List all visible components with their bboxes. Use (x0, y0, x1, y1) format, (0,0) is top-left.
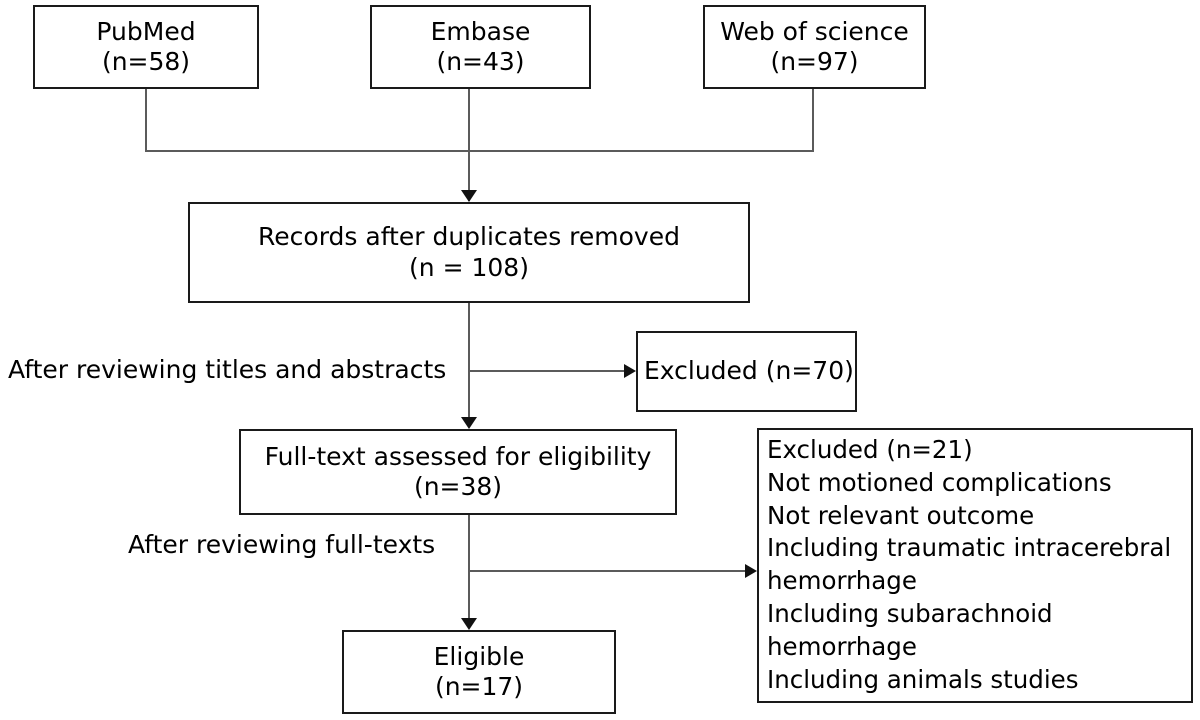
connector-web-of-science-drop (812, 89, 814, 151)
dedup-title: Records after duplicates removed (258, 222, 680, 251)
arrowhead-into-excluded-21-box (745, 564, 757, 578)
fulltext-title: Full-text assessed for eligibility (264, 441, 652, 471)
excluded-reason-item: Including subarachnoid (767, 599, 1053, 629)
excluded-reason-item: Including animals studies (767, 664, 1079, 694)
stage-label-after-reviewing-full-texts: After reviewing full-texts (128, 530, 436, 559)
eligible-box: Eligible (n=17) (342, 630, 616, 714)
source-count-pubmed: (n=58) (101, 47, 191, 76)
source-title-web-of-science: Web of science (720, 16, 909, 46)
source-count-web-of-science: (n=97) (770, 47, 859, 76)
connector-dedup-spine (468, 303, 470, 419)
source-title-embase: Embase (430, 16, 531, 46)
arrowhead-into-eligible-box (461, 618, 477, 630)
excluded-reason-item: hemorrhage (767, 631, 917, 661)
source-box-embase: Embase (n=43) (370, 5, 591, 89)
connector-eligibility-exclusion-branch (468, 570, 749, 572)
connector-screening-exclusion-branch (468, 370, 628, 372)
excluded-reason-item: Not motioned complications (767, 467, 1112, 497)
eligible-count: (n=17) (434, 672, 524, 701)
connector-embase-drop (468, 89, 470, 201)
connector-fulltext-spine (468, 515, 470, 621)
stage-label-after-reviewing-titles-and-abstracts: After reviewing titles and abstracts (8, 355, 447, 384)
arrowhead-into-dedup-box (461, 190, 477, 202)
arrowhead-into-fulltext-box (461, 417, 477, 429)
excluded-reason-item: Including traumatic intracerebral (767, 533, 1172, 563)
source-title-pubmed: PubMed (96, 16, 196, 46)
source-box-pubmed: PubMed (n=58) (33, 5, 259, 89)
fulltext-assessed-box: Full-text assessed for eligibility (n=38… (239, 429, 677, 515)
excluded-reasons-heading: Excluded (n=21) (767, 435, 973, 464)
source-box-web-of-science: Web of science (n=97) (703, 5, 926, 89)
excluded-reasons-box: Excluded (n=21) Not motioned complicatio… (757, 428, 1193, 703)
connector-pubmed-drop (145, 89, 147, 151)
fulltext-count: (n=38) (413, 472, 503, 501)
arrowhead-into-excluded-70-box (624, 364, 636, 378)
excluded-reason-item: hemorrhage (767, 566, 917, 596)
excluded-reason-item: Not relevant outcome (767, 500, 1035, 530)
excluded-screening-box: Excluded (n=70) (636, 331, 857, 412)
dedup-count: (n = 108) (409, 252, 529, 282)
connector-sources-merge-bus (145, 150, 814, 152)
dedup-box: Records after duplicates removed (n = 10… (188, 202, 750, 303)
source-count-embase: (n=43) (436, 47, 525, 76)
excluded-screening-label: Excluded (n=70) (644, 356, 854, 386)
eligible-title: Eligible (433, 641, 525, 671)
